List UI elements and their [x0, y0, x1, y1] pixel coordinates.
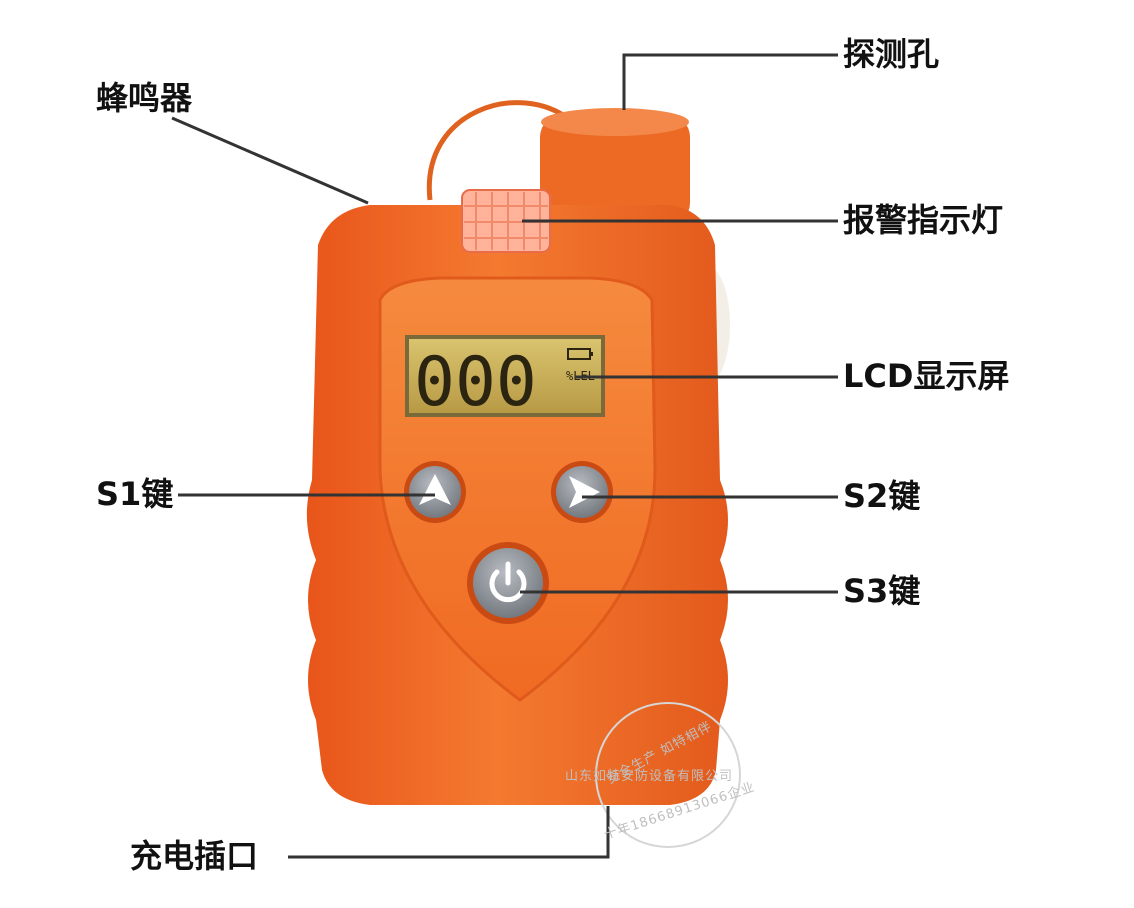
up-arrow-icon	[419, 474, 451, 505]
s3-power-button[interactable]	[467, 542, 549, 624]
s1-button[interactable]	[404, 461, 466, 523]
lcd-reading: 000	[414, 343, 537, 422]
label-s2-key: S2键	[843, 477, 921, 515]
probe-cap	[540, 108, 690, 225]
s2-button[interactable]	[551, 461, 613, 523]
label-s3-key: S3键	[843, 572, 921, 610]
label-lcd-screen: LCD显示屏	[843, 357, 1010, 395]
wire-loop	[426, 100, 572, 201]
watermark-seal	[595, 702, 741, 848]
label-alarm-light: 报警指示灯	[843, 201, 1004, 239]
power-icon	[489, 569, 527, 603]
label-buzzer: 蜂鸣器	[96, 79, 193, 117]
label-probe-hole: 探测孔	[843, 35, 940, 73]
right-arrow-icon	[569, 476, 600, 508]
label-charging-port: 充电插口	[130, 837, 259, 875]
watermark-company: 山东如特安防设备有限公司	[565, 769, 734, 784]
label-s1-key: S1键	[96, 475, 174, 513]
callout-lines	[171, 53, 838, 859]
lcd-screen: 000 %LEL	[405, 335, 605, 422]
